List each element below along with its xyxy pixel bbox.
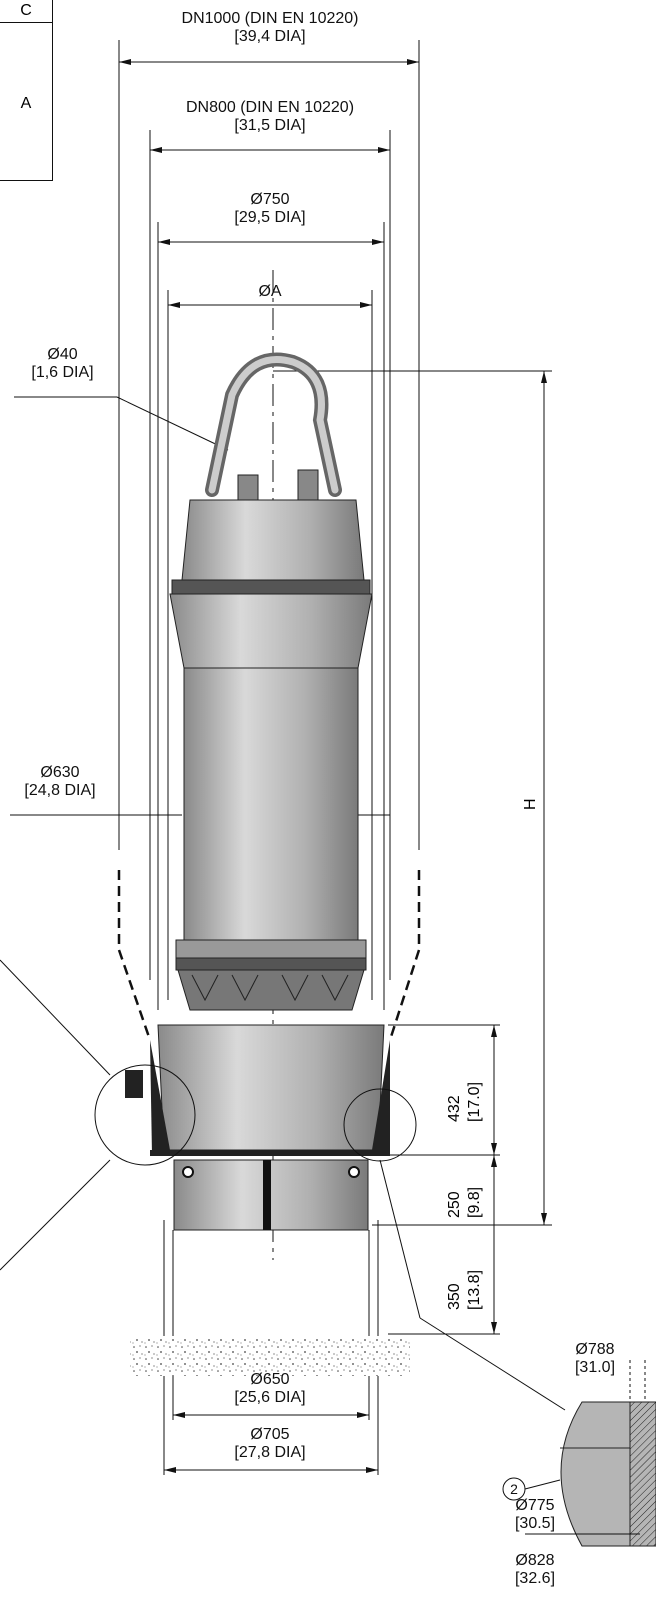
- table-row-c: C: [20, 2, 32, 19]
- pipe-outline: [117, 870, 421, 1041]
- dim-d775: Ø775 [30.5]: [514, 1497, 556, 1532]
- dim-d705: Ø705 [27,8 DIA]: [234, 1426, 306, 1461]
- dim-d650: Ø650 [25,6 DIA]: [234, 1371, 306, 1406]
- callout-number: 2: [510, 1481, 518, 1497]
- detail-view: [502, 1360, 656, 1547]
- dim-432-in: [17.0]: [466, 1081, 483, 1122]
- dim-350-in: [13.8]: [466, 1269, 483, 1310]
- dim-350: 350: [446, 1283, 463, 1310]
- dim-dn800: DN800 (DIN EN 10220) [31,5 DIA]: [185, 99, 355, 134]
- ground-gravel: [130, 1336, 410, 1376]
- dim-d630: Ø630 [24,8 DIA]: [24, 764, 96, 799]
- dim-dA: ØA: [258, 283, 282, 300]
- table-row-a: A: [20, 95, 32, 112]
- dim-250-in: [9.8]: [466, 1186, 483, 1218]
- revision-table: C A: [0, 0, 53, 181]
- detail-circles: [94, 1064, 417, 1166]
- dim-432: 432: [446, 1095, 463, 1122]
- dim-H: H: [522, 798, 539, 810]
- dim-250: 250: [446, 1191, 463, 1218]
- pump-body: [125, 352, 390, 1231]
- dim-d40: Ø40 [1,6 DIA]: [31, 346, 94, 381]
- dim-d828: Ø828 [32.6]: [514, 1552, 556, 1587]
- arrowheads: [119, 59, 547, 1473]
- dim-dn1000: DN1000 (DIN EN 10220) [39,4 DIA]: [181, 10, 359, 45]
- dim-d750: Ø750 [29,5 DIA]: [234, 191, 306, 226]
- dim-d788: Ø788 [31.0]: [574, 1341, 616, 1376]
